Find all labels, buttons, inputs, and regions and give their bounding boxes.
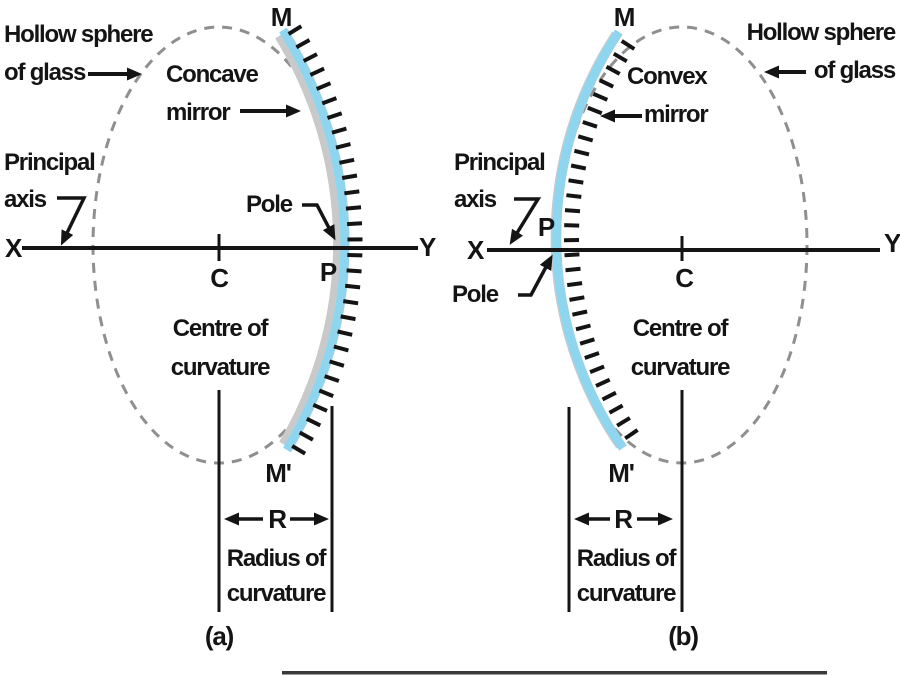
- point-m-prime-a: M': [265, 458, 292, 488]
- principal-axis-arrow-icon-b: [509, 197, 542, 245]
- radius-dimension-b: [567, 390, 684, 612]
- mirror-glass-b: [552, 29, 627, 451]
- point-p-a: P: [319, 257, 337, 287]
- axis-end-y-b: Y: [884, 228, 900, 258]
- principal-axis-b: [487, 236, 880, 261]
- principal-axis-arrow-icon-a: [57, 196, 87, 246]
- pole-arrow-icon-a: [302, 203, 336, 241]
- convex-mirror-arc-b: [550, 29, 639, 451]
- label-radius-of-curvature-b: Radius of curvature: [576, 545, 677, 607]
- bottom-crop-line: [282, 671, 827, 675]
- radius-dimension-a: [217, 390, 334, 612]
- principal-axis-a: [22, 234, 418, 261]
- label-centre-of-curvature-a: Centre of curvature: [170, 315, 271, 381]
- point-m-prime-b: M': [608, 458, 635, 488]
- mirror-glass-a: [279, 27, 350, 453]
- label-arrows-b: [509, 65, 806, 297]
- pole-arrow-icon-b: [518, 254, 553, 297]
- label-convex-mirror: Convex mirror: [627, 63, 709, 128]
- point-m-b: M: [613, 2, 636, 32]
- concave-mirror-arc-a: [275, 24, 363, 456]
- mirror-back-hatching-b: [563, 39, 639, 441]
- caption-b: (b): [668, 621, 699, 651]
- label-concave-mirror: Concave mirror: [166, 61, 259, 126]
- label-centre-of-curvature-b: Centre of curvature: [630, 315, 731, 381]
- mirror-back-hatching-a: [287, 24, 363, 456]
- label-arrows-a: [57, 67, 336, 246]
- mirror-shadow-a: [275, 33, 343, 447]
- label-hollow-sphere-b: Hollow sphere of glass: [746, 19, 897, 84]
- axis-end-y-a: Y: [419, 232, 436, 262]
- label-pole-b: Pole: [452, 281, 499, 308]
- label-radius-of-curvature-a: Radius of curvature: [226, 545, 327, 607]
- radius-symbol-a: R: [268, 504, 287, 534]
- radius-symbol-b: R: [614, 504, 633, 534]
- label-principal-axis-b: Principal axis: [454, 149, 546, 213]
- axis-end-x-b: X: [467, 235, 484, 265]
- axis-end-x-a: X: [5, 233, 22, 263]
- label-principal-axis-a: Principal axis: [4, 149, 96, 213]
- label-pole-a: Pole: [246, 191, 293, 218]
- point-p-b: P: [537, 212, 555, 242]
- label-hollow-sphere-a: Hollow sphere of glass: [4, 21, 154, 86]
- caption-a: (a): [204, 621, 234, 651]
- point-c-b: C: [675, 263, 694, 293]
- point-c-a: C: [210, 263, 229, 293]
- point-m-a: M: [270, 2, 293, 32]
